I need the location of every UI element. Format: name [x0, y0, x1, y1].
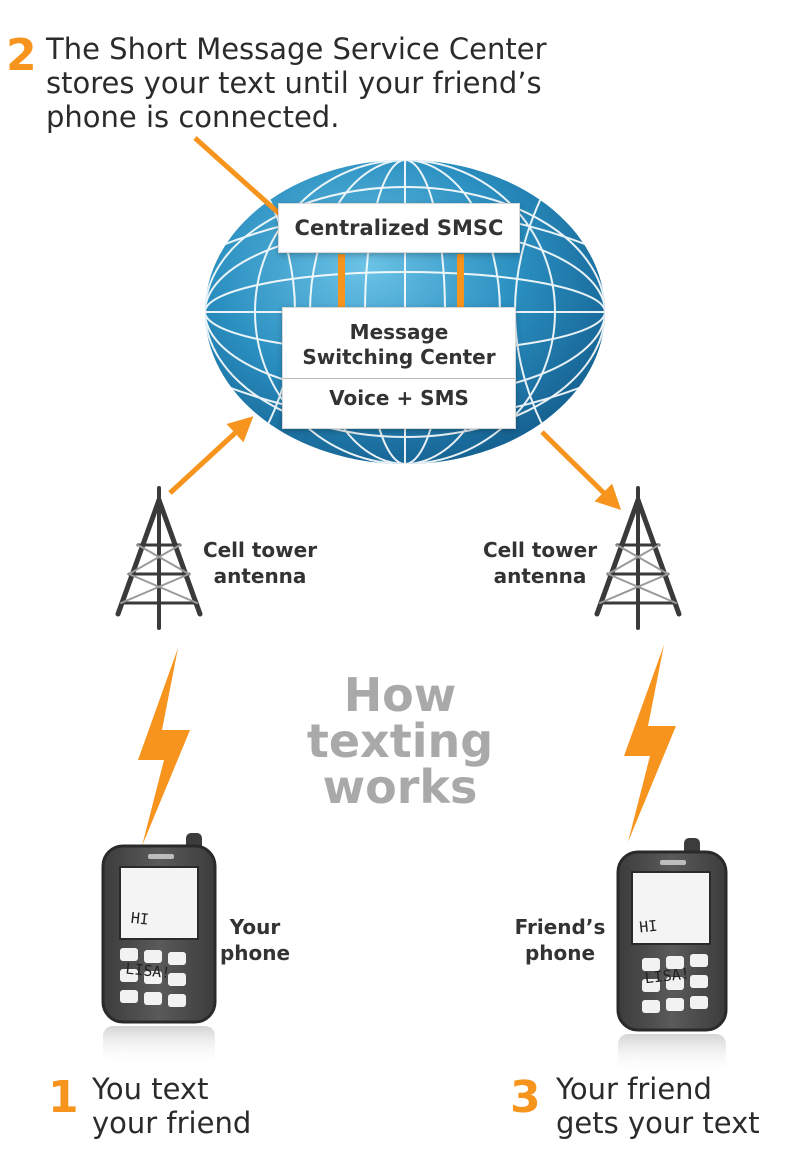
msc-line-1: Message — [349, 320, 449, 344]
step-2-line-1: The Short Message Service Center — [46, 32, 547, 66]
left-screen-line-1: HI — [129, 908, 150, 929]
left-tower-label: Cell tower antenna — [190, 537, 330, 589]
lightning-bolt-icon — [624, 645, 676, 842]
right-screen-line-2: LISA! — [643, 964, 691, 988]
left-tower-label-line-2: antenna — [213, 564, 307, 588]
msc-box: Message Switching Center Voice + SMS — [282, 307, 516, 429]
arrow-icon — [540, 430, 622, 511]
step-3-text: Your friend gets your text — [556, 1072, 796, 1140]
mobile-phone-icon — [616, 838, 728, 1074]
left-phone-label-line-1: Your — [229, 915, 281, 939]
arrow-icon — [168, 416, 254, 495]
mobile-phone-icon — [101, 833, 217, 1066]
msc-line-2: Switching Center — [302, 345, 496, 369]
diagram-title: How texting works — [290, 672, 510, 810]
right-phone-label: Friend’s phone — [505, 914, 615, 966]
step-1-number: 1 — [48, 1072, 79, 1123]
smsc-box: Centralized SMSC — [278, 203, 520, 253]
right-tower-label-line-2: antenna — [493, 564, 587, 588]
left-screen-line-2: LISA! — [124, 959, 172, 983]
left-phone-label-line-2: phone — [219, 941, 291, 965]
right-phone-label-line-2: phone — [524, 941, 596, 965]
step-2-line-3: phone is connected. — [46, 100, 340, 134]
msc-sub-label: Voice + SMS — [329, 386, 469, 410]
title-line-2: texting — [306, 714, 494, 768]
step-3-line-1: Your friend — [556, 1072, 712, 1106]
step-3-number: 3 — [510, 1072, 541, 1123]
connector-left — [338, 254, 345, 310]
title-line-3: works — [322, 760, 478, 814]
step-2-line-2: stores your text until your friend’s — [46, 66, 542, 100]
step-1-line-1: You text — [92, 1072, 209, 1106]
step-2-number: 2 — [6, 30, 37, 81]
lightning-bolt-icon — [138, 648, 190, 846]
step-1-line-2: your friend — [92, 1106, 252, 1140]
cell-tower-icon — [115, 486, 203, 630]
cell-tower-icon — [594, 486, 682, 630]
step-1-text: You text your friend — [92, 1072, 332, 1140]
step2-pointer — [193, 136, 294, 227]
connector-right — [457, 254, 464, 310]
right-tower-label-line-1: Cell tower — [482, 538, 598, 562]
step-2-text: The Short Message Service Center stores … — [46, 32, 566, 134]
title-line-1: How — [343, 668, 457, 722]
left-tower-label-line-1: Cell tower — [202, 538, 318, 562]
step-3-line-2: gets your text — [556, 1106, 760, 1140]
left-phone-label: Your phone — [210, 914, 300, 966]
right-phone-label-line-1: Friend’s — [514, 915, 606, 939]
right-tower-label: Cell tower antenna — [470, 537, 610, 589]
right-screen-line-1: HI — [638, 916, 659, 937]
